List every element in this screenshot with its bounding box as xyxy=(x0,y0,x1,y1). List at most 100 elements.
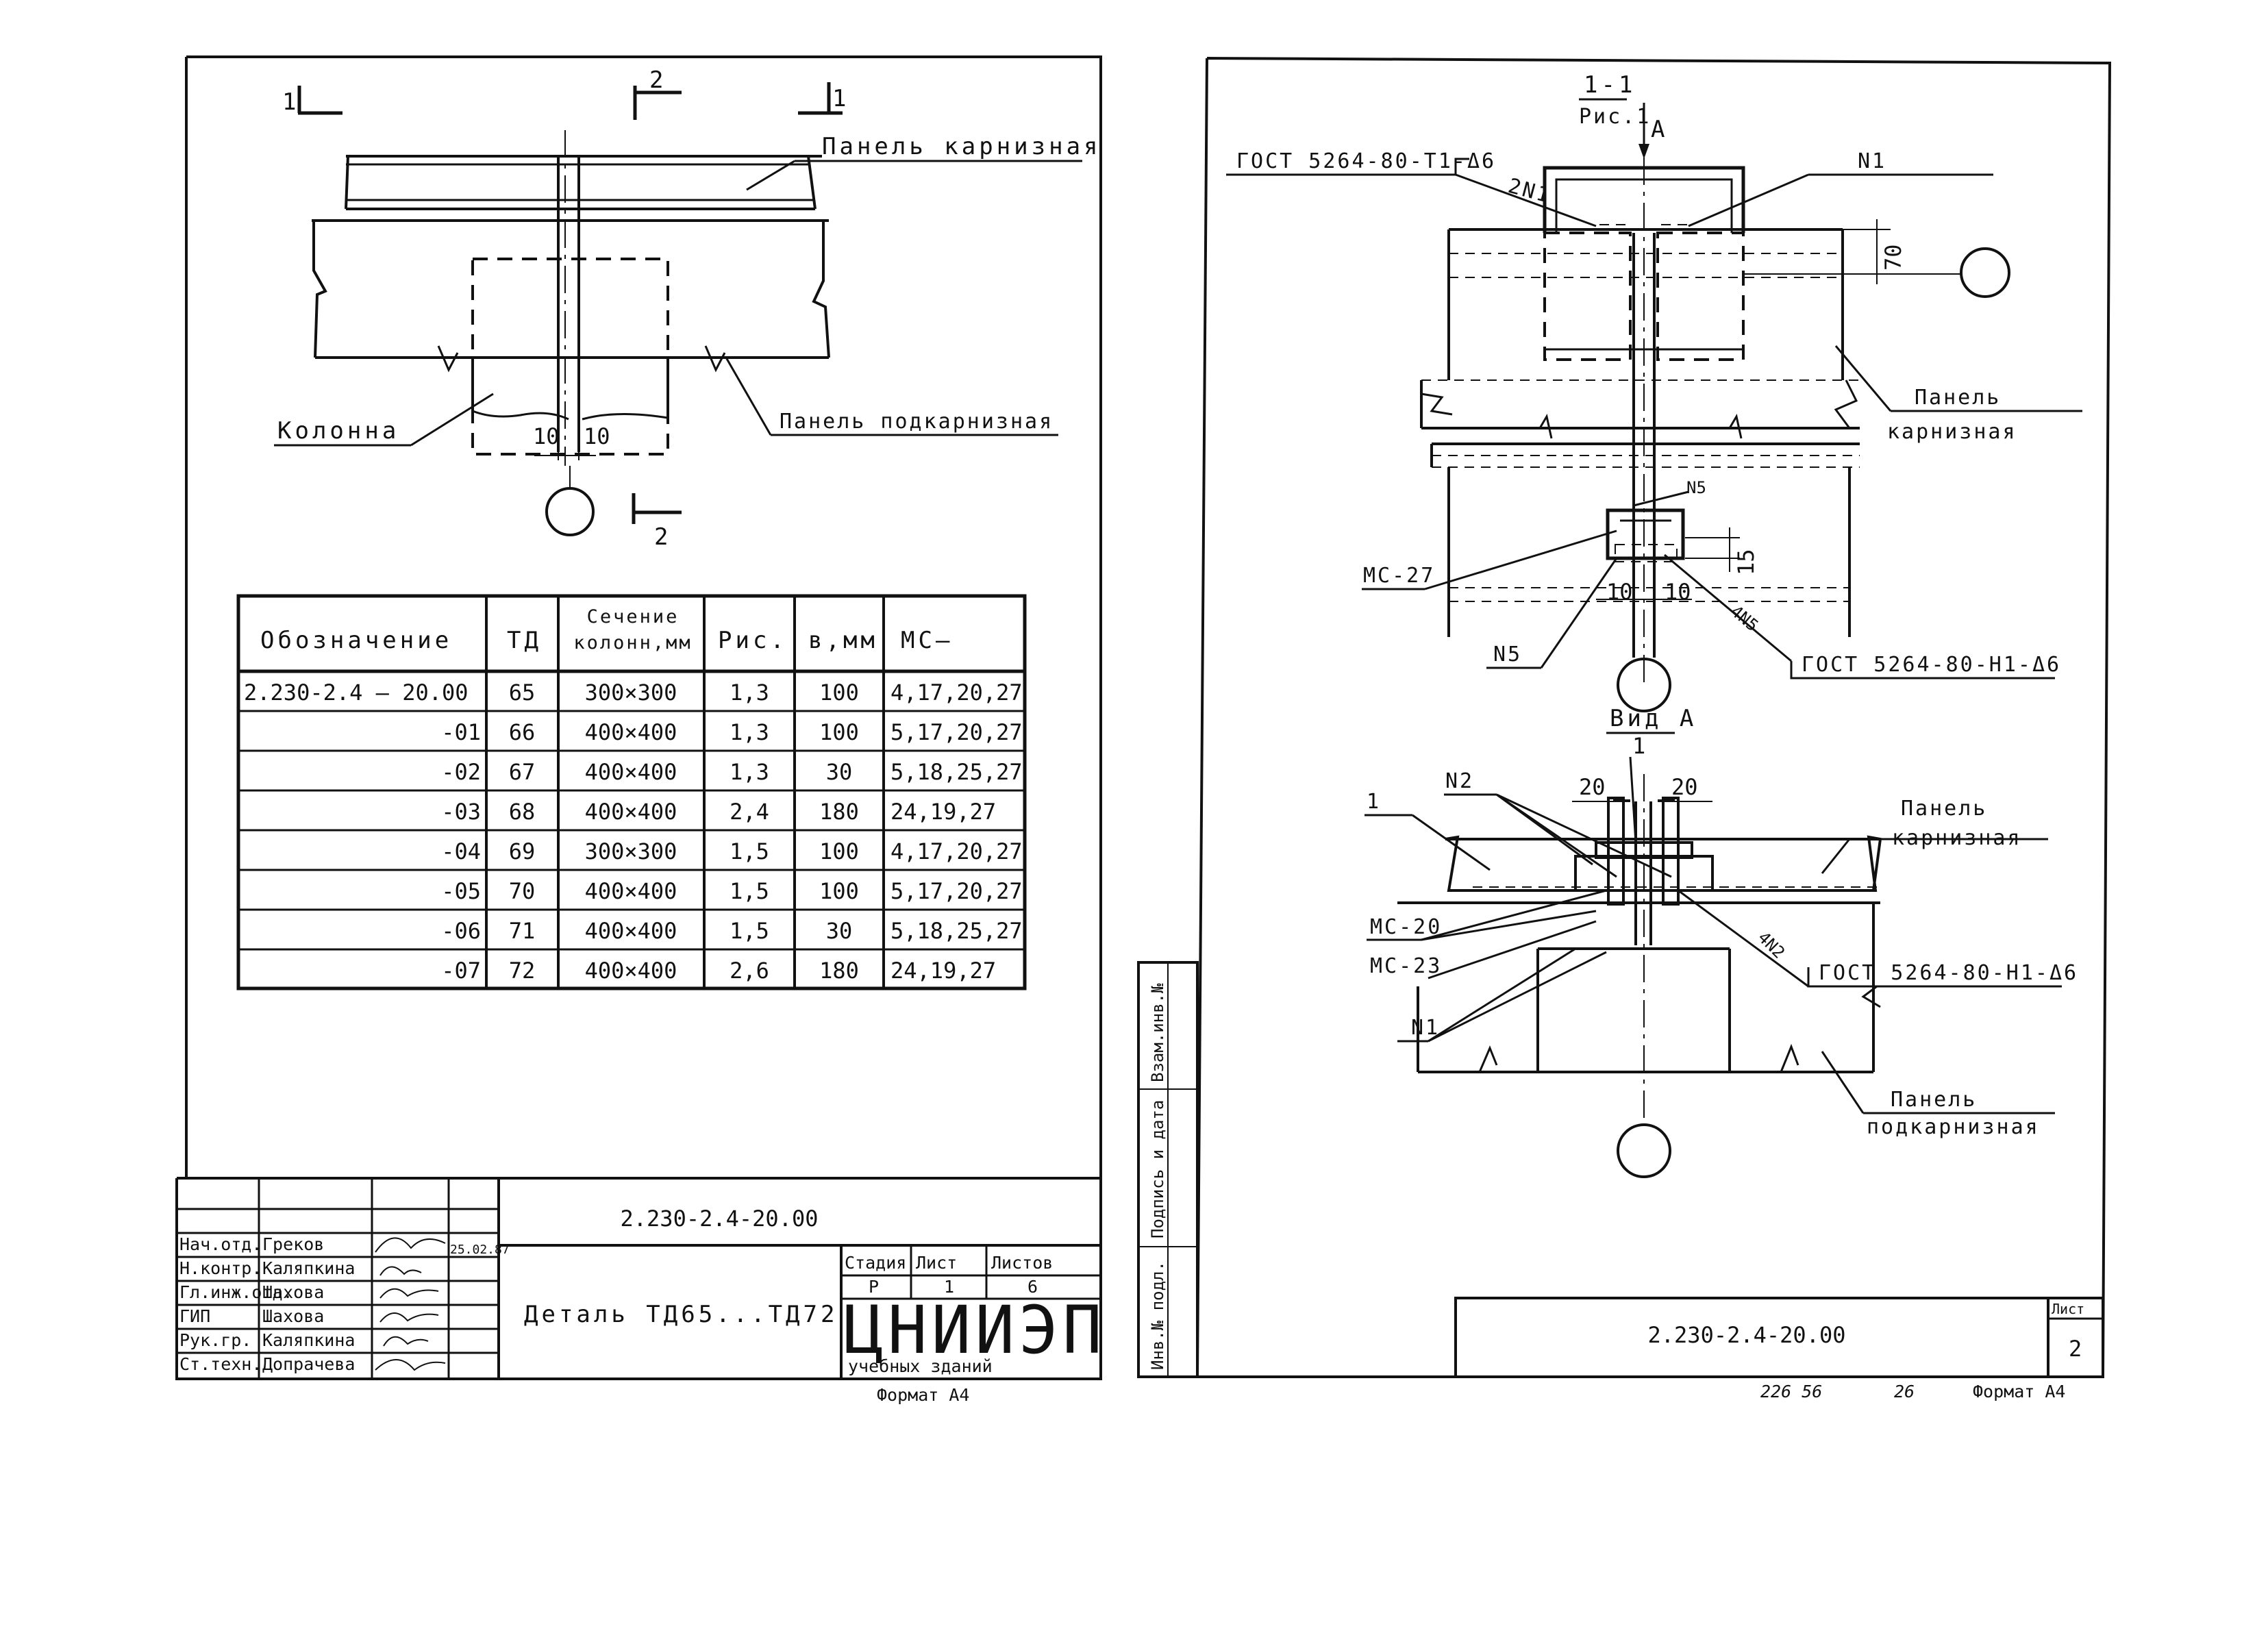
section-1-left-label: 1 xyxy=(282,88,299,116)
table-cell: 2.230-2.4 – 20.00 xyxy=(244,680,469,706)
view-cornice-1: Панель xyxy=(1901,797,1987,821)
table-header-td: ТД xyxy=(507,627,542,654)
person-role: Нач.отд. xyxy=(179,1234,262,1254)
stage-header: Стадия xyxy=(845,1253,906,1273)
table-cell: 2,6 xyxy=(730,958,769,984)
table-cell: 66 xyxy=(509,719,536,745)
table-cell: 70 xyxy=(509,878,536,904)
label-sub-cornice-panel: Панель подкарнизная xyxy=(780,410,1054,434)
table-cell: 2,4 xyxy=(730,799,769,825)
mark-n5: N5 xyxy=(1493,643,1522,666)
label-column: Колонна xyxy=(277,417,399,445)
bottom-dims: 10 10 xyxy=(1596,579,1692,605)
dim-15: 15 xyxy=(1733,549,1759,575)
section-subtitle: Рис.1 xyxy=(1579,105,1651,129)
right-doc-code: 2.230-2.4-20.00 xyxy=(1648,1322,1846,1348)
table-cell: 400×400 xyxy=(585,958,677,984)
left-sheet: 1 2 1 xyxy=(175,55,1106,1405)
mark-n1-view: N1 xyxy=(1411,1016,1440,1040)
callout-circle-right-top xyxy=(1960,247,2010,298)
table-cell: 1,5 xyxy=(730,918,769,944)
table-cell: 180 xyxy=(819,958,859,984)
label-cornice-panel: Панель карнизная xyxy=(822,133,1101,160)
center-seam xyxy=(557,130,580,466)
table-cell: 400×400 xyxy=(585,918,677,944)
mark-mc27: МС-27 xyxy=(1363,564,1435,588)
table-cell: -03 xyxy=(441,799,481,825)
left-sheet-frame xyxy=(175,55,1102,1380)
view-arrow-label: А xyxy=(1651,116,1668,143)
table-cell: 300×300 xyxy=(585,838,677,864)
left-doc-code: 2.230-2.4-20.00 xyxy=(621,1206,819,1232)
dim-10-left: 10 xyxy=(533,423,560,449)
designation-table: Обозначение ТД Сечение колонн,мм Рис. в,… xyxy=(236,594,1027,990)
signature-2 xyxy=(379,1266,422,1276)
right-title-block: 2.230-2.4-20.00 Лист 2 xyxy=(1454,1297,2104,1378)
section-marker-2-top: 2 xyxy=(633,66,682,120)
sheet-value: 1 xyxy=(944,1277,954,1297)
table-cell: 100 xyxy=(819,878,859,904)
table-cell: 69 xyxy=(509,838,536,864)
callout-circle-left xyxy=(545,487,595,536)
signature-1 xyxy=(375,1237,446,1253)
cornice-panel-section xyxy=(1420,228,1860,637)
weld-left: ГОСТ 5264-80-Т1-Δ6 xyxy=(1236,149,1496,173)
mark-4n2: 4N2 xyxy=(1754,927,1789,962)
table-cell: 72 xyxy=(509,958,536,984)
mark-n2: N2 xyxy=(1445,769,1474,793)
table-cell: 100 xyxy=(819,719,859,745)
person-role: Рук.гр. xyxy=(179,1330,251,1350)
section-2-top-label: 2 xyxy=(649,66,666,94)
signature-5 xyxy=(383,1336,429,1347)
sheets-value: 6 xyxy=(1027,1277,1038,1297)
side-stamp-replace: Взам.инв.№ xyxy=(1148,983,1167,1082)
table-cell: 24,19,27 xyxy=(890,958,996,984)
title-block-people: Нач.отд.ГрековН.контр.КаляпкинаГл.инж.от… xyxy=(179,1234,355,1374)
footer-number: 226 56 xyxy=(1760,1382,1822,1401)
right-footer: 226 56 26 Формат А4 xyxy=(1760,1382,2065,1401)
table-cell: 1,3 xyxy=(730,759,769,785)
table-cell: 400×400 xyxy=(585,878,677,904)
table-cell: 68 xyxy=(509,799,536,825)
signature-6 xyxy=(375,1359,446,1371)
side-stamp: Инв.№ подл. Подпись и дата Взам.инв.№ xyxy=(1148,983,1167,1370)
person-role: ГИП xyxy=(179,1306,210,1326)
column-plan xyxy=(471,258,669,456)
person-name: Шахова xyxy=(262,1282,324,1302)
dim-10-right: 10 xyxy=(584,423,610,449)
table-cell: -02 xyxy=(441,759,481,785)
table-cell: -01 xyxy=(441,719,481,745)
table-cell: -05 xyxy=(441,878,481,904)
dim-70-group: 70 xyxy=(1743,219,2010,298)
view-a-labels: N2 1 20 20 1 Панель карнизная МС-20 МС-2… xyxy=(1364,733,2076,1139)
table-cell: 100 xyxy=(819,680,859,706)
view-sub-1: Панель xyxy=(1891,1088,1977,1112)
table-cell: 300×300 xyxy=(585,680,677,706)
table-cell: -06 xyxy=(441,918,481,944)
table-header-fig: Рис. xyxy=(718,627,788,654)
mark-1-top: 1 xyxy=(1632,733,1645,759)
table-cell: -04 xyxy=(441,838,481,864)
mark-mc23: МС-23 xyxy=(1370,954,1442,978)
table-cell: 5,18,25,27 xyxy=(890,918,1023,944)
sub-cornice-panel-plan xyxy=(312,219,830,373)
mark-4n5: 4N5 xyxy=(1727,601,1762,635)
dim-20-right: 20 xyxy=(1671,774,1698,800)
sheets-header: Листов xyxy=(991,1253,1053,1273)
label-cornice-right-1: Панель xyxy=(1915,386,2001,410)
sign-date: 25.02.87 xyxy=(450,1243,510,1257)
table-cell: 5,17,20,27 xyxy=(890,878,1023,904)
table-cell: 24,19,27 xyxy=(890,799,996,825)
table-cell: 67 xyxy=(509,759,536,785)
mark-2n1: 2N1 xyxy=(1506,174,1554,208)
side-stamp-sign: Подпись и дата xyxy=(1148,1100,1167,1238)
signature-3 xyxy=(379,1288,439,1299)
org-logo-text: ЦНИИЭП xyxy=(844,1292,1106,1369)
stage-value: Р xyxy=(869,1277,879,1297)
center-rod xyxy=(1632,158,1656,688)
table-cell: 1,5 xyxy=(730,878,769,904)
org-sub-text: учебных зданий xyxy=(848,1356,993,1376)
table-cell: 400×400 xyxy=(585,719,677,745)
weld-right: ГОСТ 5264-80-Н1-Δ6 xyxy=(1802,653,2061,677)
dim-10a: 10 xyxy=(1606,579,1633,605)
